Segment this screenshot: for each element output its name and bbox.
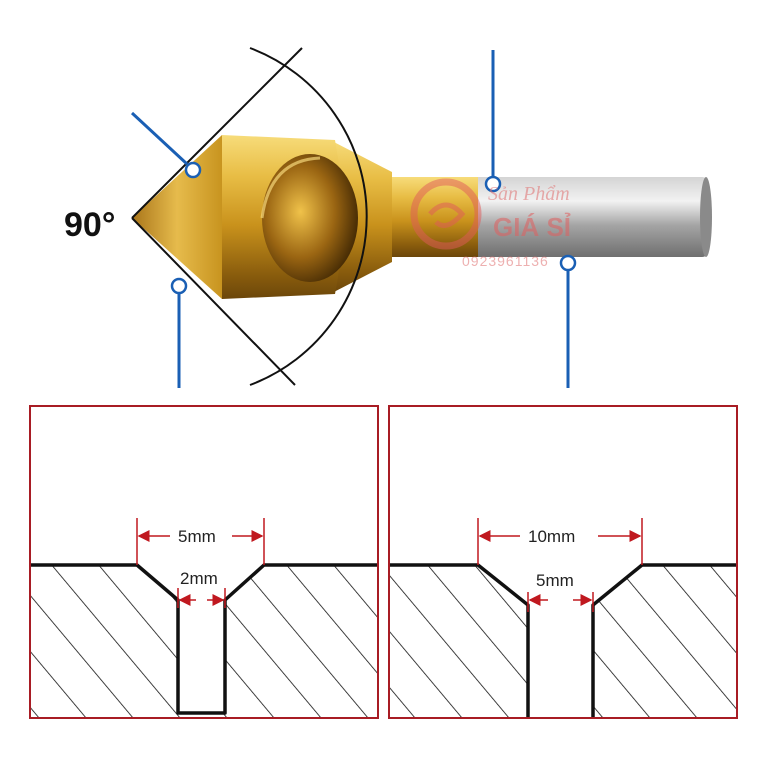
panel-1-hole-dimension: 2mm (180, 569, 218, 588)
panel-1-top-dimension: 5mm (178, 527, 216, 546)
panel-1: 5mm 2mm (29, 405, 379, 719)
watermark-phone: 0923961136 (462, 253, 549, 269)
panel-2-top-dimension: 10mm (528, 527, 575, 546)
panel-2: 10mm 5mm (388, 405, 738, 719)
watermark-logo (410, 178, 482, 250)
watermark-line1: Sản Phẩm (488, 183, 570, 205)
panel-2-material (390, 565, 736, 717)
cross-hole (262, 154, 358, 282)
callout-dot-cone-top (184, 161, 202, 179)
countersink-bit (132, 135, 712, 299)
angle-guides: 90° (64, 47, 368, 386)
panel-2-hole-dimension: 5mm (536, 571, 574, 590)
watermark-line2: GIÁ SỈ (493, 212, 571, 242)
angle-label: 90° (64, 206, 115, 244)
blue-callouts (130, 50, 577, 388)
bit-cone (132, 135, 222, 299)
bit-shank (470, 177, 708, 257)
watermark: Sản Phẩm GIÁ SỈ 0923961136 (410, 178, 571, 269)
callout-dot-shank (559, 254, 577, 272)
panel-1-material (31, 565, 377, 717)
callout-dot-neck (484, 175, 502, 193)
shank-end (700, 177, 712, 257)
callout-dot-cone-bottom (170, 277, 188, 295)
